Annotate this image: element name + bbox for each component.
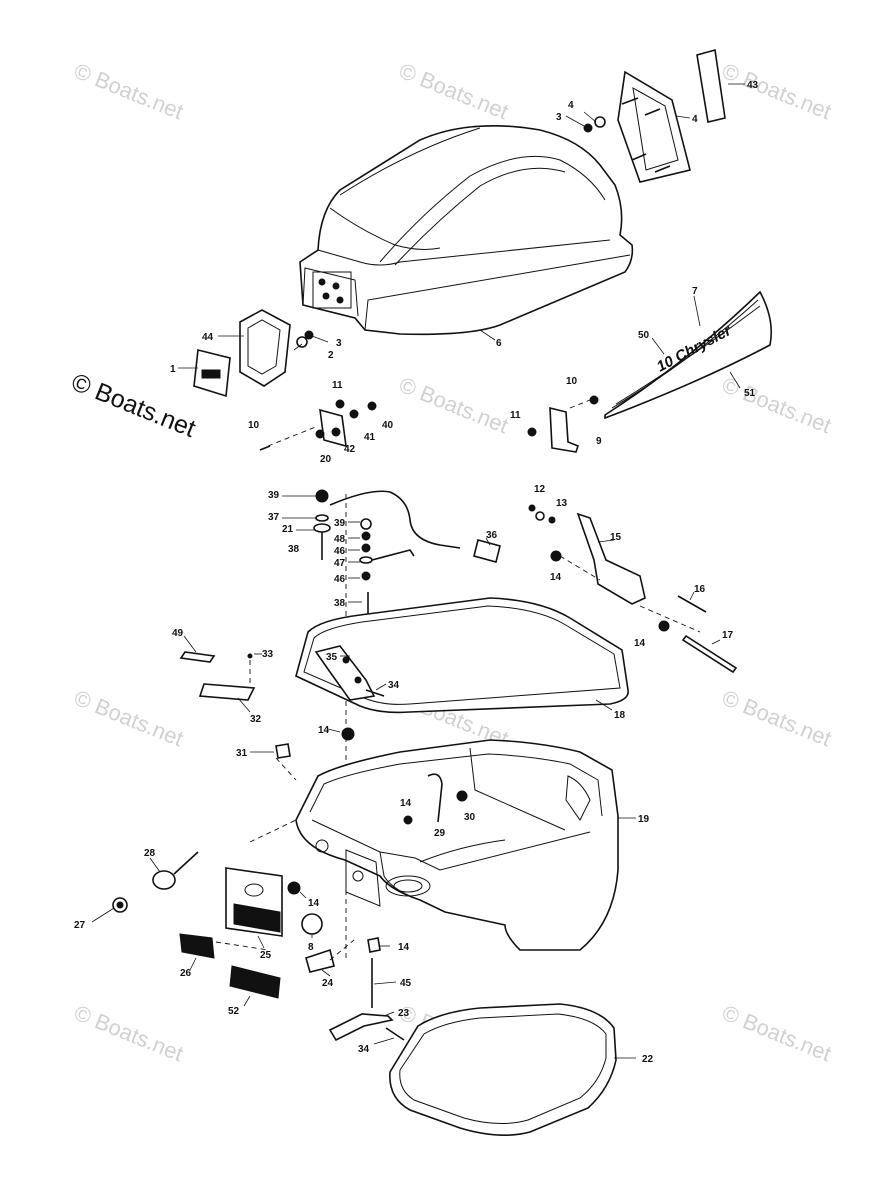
callout: 45: [400, 978, 412, 989]
decal-1: [193, 349, 231, 398]
callout: 4: [692, 114, 698, 125]
callout: 21: [282, 524, 294, 535]
callout: 14: [400, 798, 412, 809]
callout: 40: [382, 420, 394, 431]
callout: 30: [464, 812, 476, 823]
choke-knob: [112, 851, 199, 913]
callout: 18: [614, 710, 626, 721]
callout: 36: [486, 530, 498, 541]
callout: 7: [692, 286, 698, 297]
callout: 23: [398, 1008, 410, 1019]
callout: 34: [388, 680, 400, 691]
callout: 13: [556, 498, 568, 509]
callout: 29: [434, 828, 446, 839]
engine-cover-top: [299, 124, 634, 336]
shift-lever-23: [328, 1013, 394, 1042]
callout: 49: [172, 628, 184, 639]
throttle-plate: [225, 867, 283, 937]
callout: 14: [634, 638, 646, 649]
callout: 28: [144, 848, 156, 859]
rear-plate: [617, 70, 691, 183]
callout: 8: [308, 942, 314, 953]
callout: 44: [202, 332, 214, 343]
decal-43: [696, 48, 726, 123]
callout-labels: 43 4 4 3 6 2 3 44 1 7 50 51 11 10 40 41 …: [74, 80, 759, 1065]
side-decal: 10 Chrysler: [604, 290, 773, 420]
front-plate: [239, 309, 291, 387]
callout: 16: [694, 584, 706, 595]
callout: 1: [170, 364, 176, 375]
grip-26: [179, 933, 215, 959]
callout: 11: [510, 410, 521, 421]
callout: 34: [358, 1044, 370, 1055]
callout: 3: [556, 112, 562, 123]
plate-49: [179, 651, 216, 663]
callout: 19: [638, 814, 650, 825]
callout: 38: [334, 598, 346, 609]
callout: 17: [722, 630, 734, 641]
callout: 14: [308, 898, 320, 909]
callout: 46: [334, 574, 346, 585]
callout: 39: [268, 490, 280, 501]
callout: 43: [747, 80, 759, 91]
callout: 46: [334, 546, 346, 557]
callout: 27: [74, 920, 86, 931]
grip-52: [229, 965, 281, 999]
callout: 14: [550, 572, 562, 583]
callout: 50: [638, 330, 650, 341]
callout: 52: [228, 1006, 240, 1017]
callout: 42: [344, 444, 356, 455]
shift-lever-assembly: [528, 504, 738, 674]
callout: 33: [262, 649, 274, 660]
bracket-left: [259, 399, 377, 451]
callout: 14: [318, 725, 330, 736]
callout: 15: [610, 532, 622, 543]
callout: 26: [180, 968, 192, 979]
leader-lines: [91, 83, 745, 1059]
callout: 20: [320, 454, 332, 465]
callout: 12: [534, 484, 546, 495]
callout: 41: [364, 432, 376, 443]
callout: 4: [568, 100, 574, 111]
callout: 11: [332, 380, 343, 391]
callout: 10: [248, 420, 260, 431]
callout: 37: [268, 512, 280, 523]
callout: 14: [398, 942, 410, 953]
switch-24: [305, 948, 335, 973]
callout: 24: [322, 978, 334, 989]
gasket-18: [295, 597, 629, 714]
bracket-right: [527, 395, 599, 453]
callout: 32: [250, 714, 262, 725]
bottom-seal: [389, 1003, 617, 1136]
callout: 6: [496, 338, 502, 349]
callout: 31: [236, 748, 248, 759]
callout: 22: [642, 1054, 654, 1065]
callout: 3: [336, 338, 342, 349]
shift-arm: [314, 645, 385, 701]
callout: 51: [744, 388, 756, 399]
callout: 39: [334, 518, 346, 529]
lower-pan: [295, 739, 619, 951]
callout: 2: [328, 350, 334, 361]
callout: 25: [260, 950, 272, 961]
callout: 35: [326, 652, 338, 663]
callout: 9: [596, 436, 602, 447]
callout: 47: [334, 558, 346, 569]
callout: 48: [334, 534, 346, 545]
callout: 38: [288, 544, 300, 555]
plate-32: [198, 683, 256, 701]
callout: 10: [566, 376, 578, 387]
